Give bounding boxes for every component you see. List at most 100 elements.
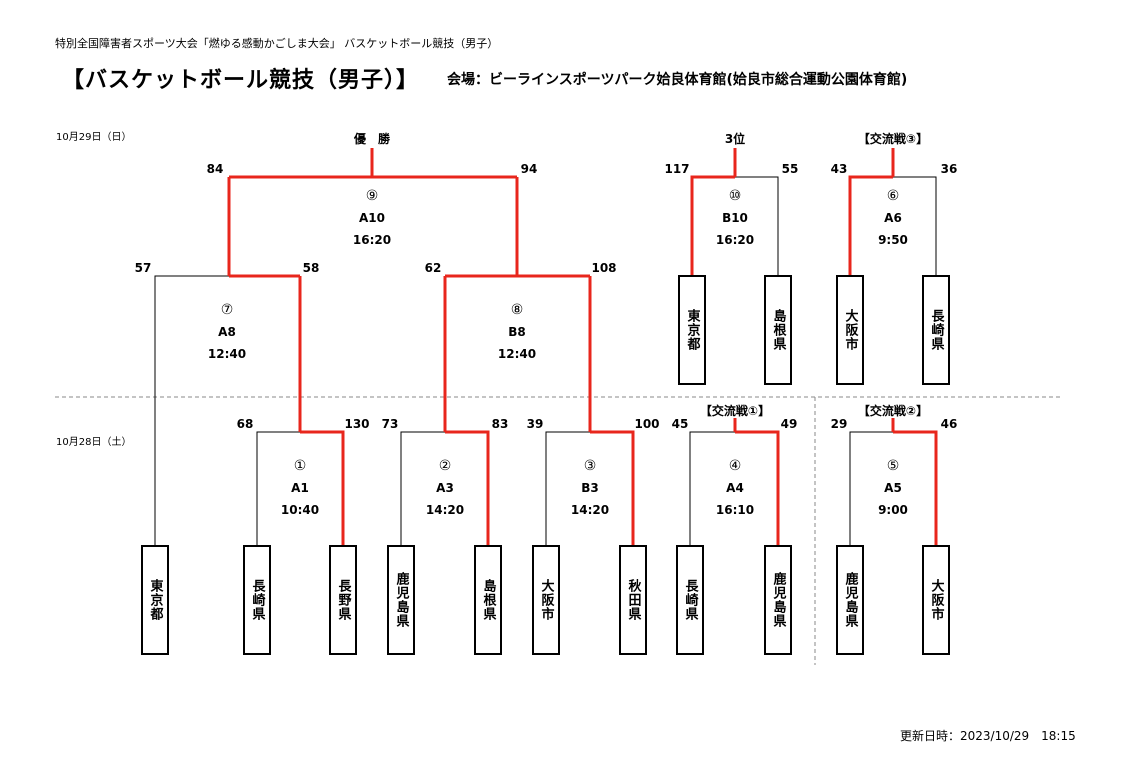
game10-right-score: 55 <box>781 162 799 176</box>
team-name: 長崎県 <box>928 309 944 351</box>
game1-left-line <box>256 431 300 545</box>
game8-left-score: 62 <box>424 261 442 275</box>
game7-left-score: 57 <box>134 261 152 275</box>
team-box-kagoshima: 鹿児島県 <box>764 545 792 655</box>
game4-left-score: 45 <box>671 417 689 431</box>
game1-time: 10:40 <box>280 503 320 517</box>
game6-time: 9:50 <box>878 233 908 247</box>
team-box-osaka: 大阪市 <box>532 545 560 655</box>
team-box-akita: 秋田県 <box>619 545 647 655</box>
game3-number: ③ <box>583 458 597 474</box>
game3-right-score: 100 <box>634 417 660 431</box>
game6-left-score: 43 <box>830 162 848 176</box>
team-name: 大阪市 <box>842 309 858 351</box>
team-box-osaka: 大阪市 <box>922 545 950 655</box>
date-day1: 10月28日（土） <box>56 437 132 448</box>
team-name: 大阪市 <box>928 579 944 621</box>
game8-time: 12:40 <box>497 347 537 361</box>
game5-winner-line <box>893 430 938 545</box>
game7-court: A8 <box>218 325 236 339</box>
team-box-nagano: 長野県 <box>329 545 357 655</box>
game9-number: ⑨ <box>365 188 379 204</box>
date-day2: 10月29日（日） <box>56 132 132 143</box>
game10-time: 16:20 <box>715 233 755 247</box>
game9-info: ⑨ A10 16:20 <box>342 185 402 251</box>
team-name: 長崎県 <box>249 579 265 621</box>
game2-left-line <box>400 431 445 545</box>
game10-winner-line <box>690 175 735 275</box>
game6-info: ⑥ A6 9:50 <box>863 185 923 251</box>
game1-right-score: 130 <box>344 417 370 431</box>
game6-right-line <box>893 176 937 275</box>
game7-time: 12:40 <box>207 347 247 361</box>
team-name: 大阪市 <box>538 579 554 621</box>
page-title: 【バスケットボール競技（男子）】 <box>62 68 420 93</box>
team-name: 島根県 <box>770 309 786 351</box>
game4-left-line <box>689 431 735 545</box>
game6-winner-line <box>848 175 893 275</box>
game1-number: ① <box>293 458 307 474</box>
third-place-label: 3位 <box>724 132 746 146</box>
team-box-kagoshima: 鹿児島県 <box>387 545 415 655</box>
game4-winner-line <box>735 430 780 545</box>
game5-time: 9:00 <box>878 503 908 517</box>
exchange3-label: 【交流戦③】 <box>857 132 929 146</box>
team-box-tokyo: 東京都 <box>141 545 169 655</box>
team-box-osaka: 大阪市 <box>836 275 864 385</box>
game10-left-score: 117 <box>664 162 690 176</box>
venue-text: 会場：ビーラインスポーツパーク姶良体育館(姶良市総合運動公園体育館) <box>447 72 908 88</box>
game2-winner-line <box>445 430 490 545</box>
team-box-nagasaki: 長崎県 <box>922 275 950 385</box>
game6-court: A6 <box>884 211 902 225</box>
game2-right-score: 83 <box>491 417 509 431</box>
game1-winner-line <box>300 430 345 545</box>
game7-left-line <box>154 275 229 545</box>
game7-number: ⑦ <box>220 302 234 318</box>
team-name: 秋田県 <box>625 579 641 621</box>
game3-time: 14:20 <box>570 503 610 517</box>
game2-time: 14:20 <box>425 503 465 517</box>
game1-info: ① A1 10:40 <box>270 455 330 521</box>
game4-court: A4 <box>726 481 744 495</box>
game8-info: ⑧ B8 12:40 <box>487 299 547 365</box>
game2-left-score: 73 <box>381 417 399 431</box>
exchange1-label: 【交流戦①】 <box>699 404 771 418</box>
team-name: 長崎県 <box>682 579 698 621</box>
game8-right-score: 108 <box>591 261 617 275</box>
game9-left-score: 84 <box>206 162 224 176</box>
team-name: 鹿児島県 <box>770 572 786 628</box>
game4-number: ④ <box>728 458 742 474</box>
team-box-tokyo: 東京都 <box>678 275 706 385</box>
champion-label: 優 勝 <box>353 132 391 146</box>
game9-court: A10 <box>359 211 385 225</box>
team-name: 東京都 <box>147 579 163 621</box>
game4-time: 16:10 <box>715 503 755 517</box>
team-box-nagasaki: 長崎県 <box>243 545 271 655</box>
team-box-nagasaki: 長崎県 <box>676 545 704 655</box>
game7-right-score: 58 <box>302 261 320 275</box>
team-box-shimane: 島根県 <box>764 275 792 385</box>
game9-time: 16:20 <box>352 233 392 247</box>
game3-info: ③ B3 14:20 <box>560 455 620 521</box>
game9-right-score: 94 <box>520 162 538 176</box>
game3-winner-line <box>590 430 635 545</box>
game2-court: A3 <box>436 481 454 495</box>
game10-info: ⑩ B10 16:20 <box>705 185 765 251</box>
team-box-shimane: 島根県 <box>474 545 502 655</box>
game1-court: A1 <box>291 481 309 495</box>
team-name: 鹿児島県 <box>393 572 409 628</box>
game3-court: B3 <box>581 481 599 495</box>
game10-court: B10 <box>722 211 748 225</box>
game2-info: ② A3 14:20 <box>415 455 475 521</box>
team-box-kagoshima: 鹿児島県 <box>836 545 864 655</box>
game2-number: ② <box>438 458 452 474</box>
game5-number: ⑤ <box>886 458 900 474</box>
game8-number: ⑧ <box>510 302 524 318</box>
exchange2-label: 【交流戦②】 <box>857 404 929 418</box>
game3-left-line <box>545 431 590 545</box>
game8-court: B8 <box>508 325 526 339</box>
game5-left-score: 29 <box>830 417 848 431</box>
game4-info: ④ A4 16:10 <box>705 455 765 521</box>
game10-number: ⑩ <box>728 188 742 204</box>
